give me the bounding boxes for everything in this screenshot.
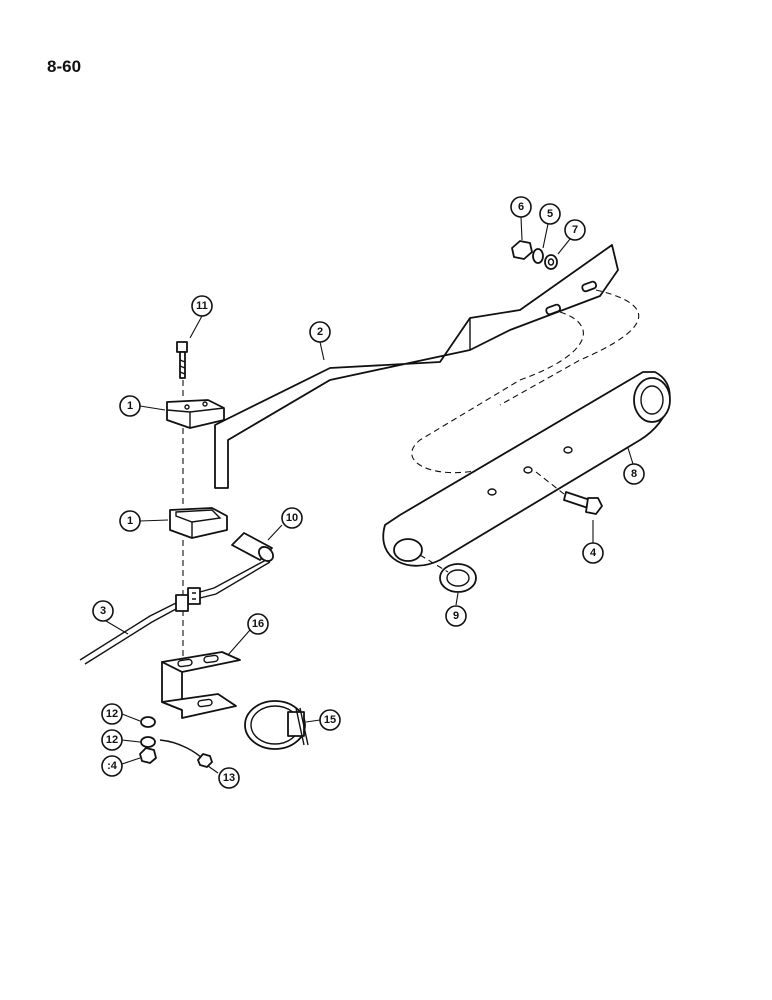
callout-10: 10 — [281, 507, 303, 529]
nut-washer-stack — [511, 240, 558, 270]
callout-16: 16 — [247, 613, 269, 635]
callout-12-upper: 12 — [101, 703, 123, 725]
svg-text:6: 6 — [518, 201, 524, 213]
callout-1-lower: 1 — [119, 510, 141, 532]
svg-text:5: 5 — [547, 208, 553, 220]
bushing-part-9 — [419, 554, 477, 593]
svg-text:8: 8 — [631, 468, 637, 480]
svg-text::4: :4 — [107, 760, 118, 772]
page-number: 8-60 — [47, 57, 82, 76]
svg-text:15: 15 — [324, 714, 336, 726]
svg-text:11: 11 — [196, 300, 208, 312]
bolt-part-11 — [176, 341, 188, 379]
clamp-part-1-upper — [166, 399, 225, 429]
bolt-part-4 — [535, 471, 603, 515]
callout-14: :4 — [101, 755, 123, 777]
svg-text:16: 16 — [252, 618, 264, 630]
callout-13: 13 — [218, 767, 240, 789]
svg-text:2: 2 — [317, 326, 323, 338]
svg-text:1: 1 — [127, 400, 133, 412]
svg-text:1: 1 — [127, 515, 133, 527]
callout-3: 3 — [92, 600, 114, 622]
cable-part-3 — [79, 602, 177, 665]
callout-12-lower: 12 — [101, 729, 123, 751]
callout-9: 9 — [445, 605, 467, 627]
callout-11: 11 — [191, 295, 213, 317]
bracket-part-16 — [161, 651, 241, 719]
callout-5: 5 — [539, 203, 561, 225]
clamp-part-1-lower — [169, 507, 228, 539]
svg-text:4: 4 — [590, 547, 597, 559]
bracket-part-2 — [214, 244, 640, 489]
svg-text:12: 12 — [106, 708, 118, 720]
callout-15: 15 — [319, 709, 341, 731]
leader-lines — [105, 216, 634, 774]
callout-2: 2 — [309, 321, 331, 343]
callout-1-upper: 1 — [119, 395, 141, 417]
svg-text:12: 12 — [106, 734, 118, 746]
sensor-part-10 — [199, 532, 274, 599]
svg-text:3: 3 — [100, 605, 106, 617]
connector — [175, 587, 201, 612]
callout-8: 8 — [623, 463, 645, 485]
callout-6: 6 — [510, 196, 532, 218]
link-arm-part-8 — [382, 371, 671, 567]
svg-text:9: 9 — [453, 610, 459, 622]
callout-7: 7 — [564, 219, 586, 241]
svg-text:13: 13 — [223, 772, 235, 784]
washers-nuts-12-14-13 — [139, 716, 213, 768]
svg-text:7: 7 — [572, 224, 578, 236]
svg-text:10: 10 — [286, 512, 298, 524]
callout-4: 4 — [582, 542, 604, 564]
hose-clamp-part-15 — [244, 700, 309, 750]
